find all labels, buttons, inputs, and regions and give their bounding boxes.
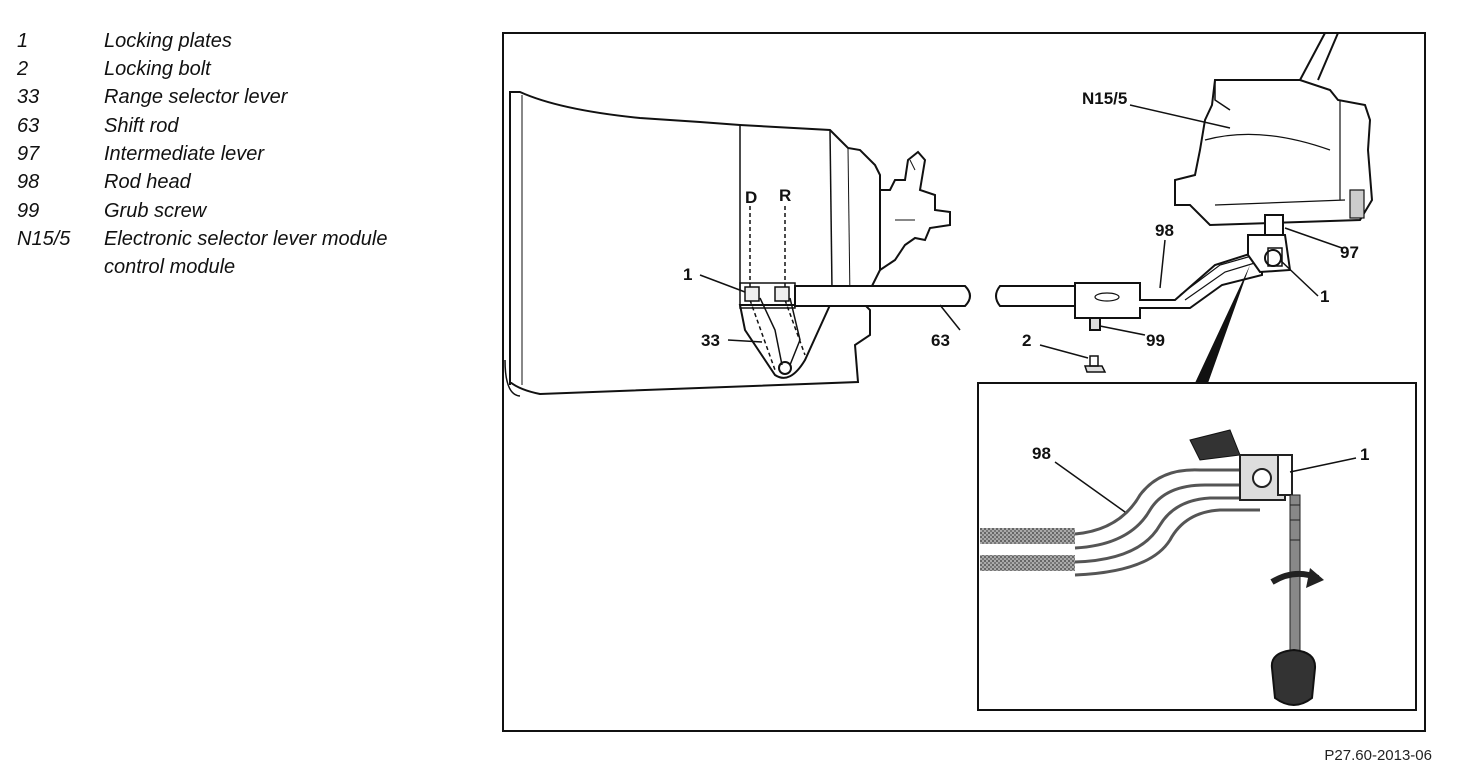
legend-number: 1: [17, 30, 29, 52]
legend-number: N15/5: [17, 228, 71, 250]
legend-description: Locking bolt: [104, 58, 211, 80]
legend-description: Grub screw: [104, 200, 207, 222]
legend-description: Intermediate lever: [104, 143, 265, 165]
inset-detail: [980, 429, 1324, 706]
callout-inset-rod-head: 98: [1032, 444, 1051, 463]
locking-bolt: [1083, 355, 1107, 373]
callout-shift-rod: 63: [931, 331, 950, 350]
selector-module: [1174, 32, 1374, 236]
callout-locking-bolt: 2: [1022, 331, 1031, 350]
locking-plates-left: [739, 282, 796, 309]
legend-number: 97: [17, 143, 40, 165]
callout-intermediate-lever: 97: [1340, 243, 1359, 262]
position-lines: [749, 206, 806, 371]
callout-range-selector-lever: 33: [701, 331, 720, 350]
legend-description: control module: [104, 256, 236, 278]
transmission-housing: [504, 91, 951, 397]
shift-rod: [794, 285, 1086, 307]
legend-number: 33: [17, 86, 40, 108]
callout-module: N15/5: [1082, 89, 1127, 108]
callout-d: D: [745, 188, 757, 207]
legend-description: Shift rod: [104, 115, 179, 137]
callout-r: R: [779, 186, 791, 205]
zoom-pointer: [1195, 265, 1250, 383]
legend-number: 99: [17, 200, 40, 222]
figure-frame: [502, 32, 1426, 732]
legend-description: Locking plates: [104, 30, 232, 52]
legend-description: Rod head: [104, 171, 191, 193]
legend-number: 63: [17, 115, 40, 137]
intermediate-lever: [1247, 234, 1292, 274]
callout-locking-plates-right: 1: [1320, 287, 1329, 306]
callout-grub-screw: 99: [1146, 331, 1165, 350]
callout-locking-plates-left: 1: [683, 265, 692, 284]
legend-number: 98: [17, 171, 40, 193]
legend-description: Electronic selector lever module: [104, 228, 388, 250]
callout-inset-locking-plates: 1: [1360, 445, 1369, 464]
rod-head: [1074, 248, 1263, 331]
legend-number: 2: [17, 58, 29, 80]
legend-description: Range selector lever: [104, 86, 288, 108]
callout-rod-head: 98: [1155, 221, 1174, 240]
leader-lines: [699, 104, 1357, 513]
inset-frame: [977, 382, 1417, 711]
figure-id: P27.60-2013-06: [1324, 747, 1432, 764]
